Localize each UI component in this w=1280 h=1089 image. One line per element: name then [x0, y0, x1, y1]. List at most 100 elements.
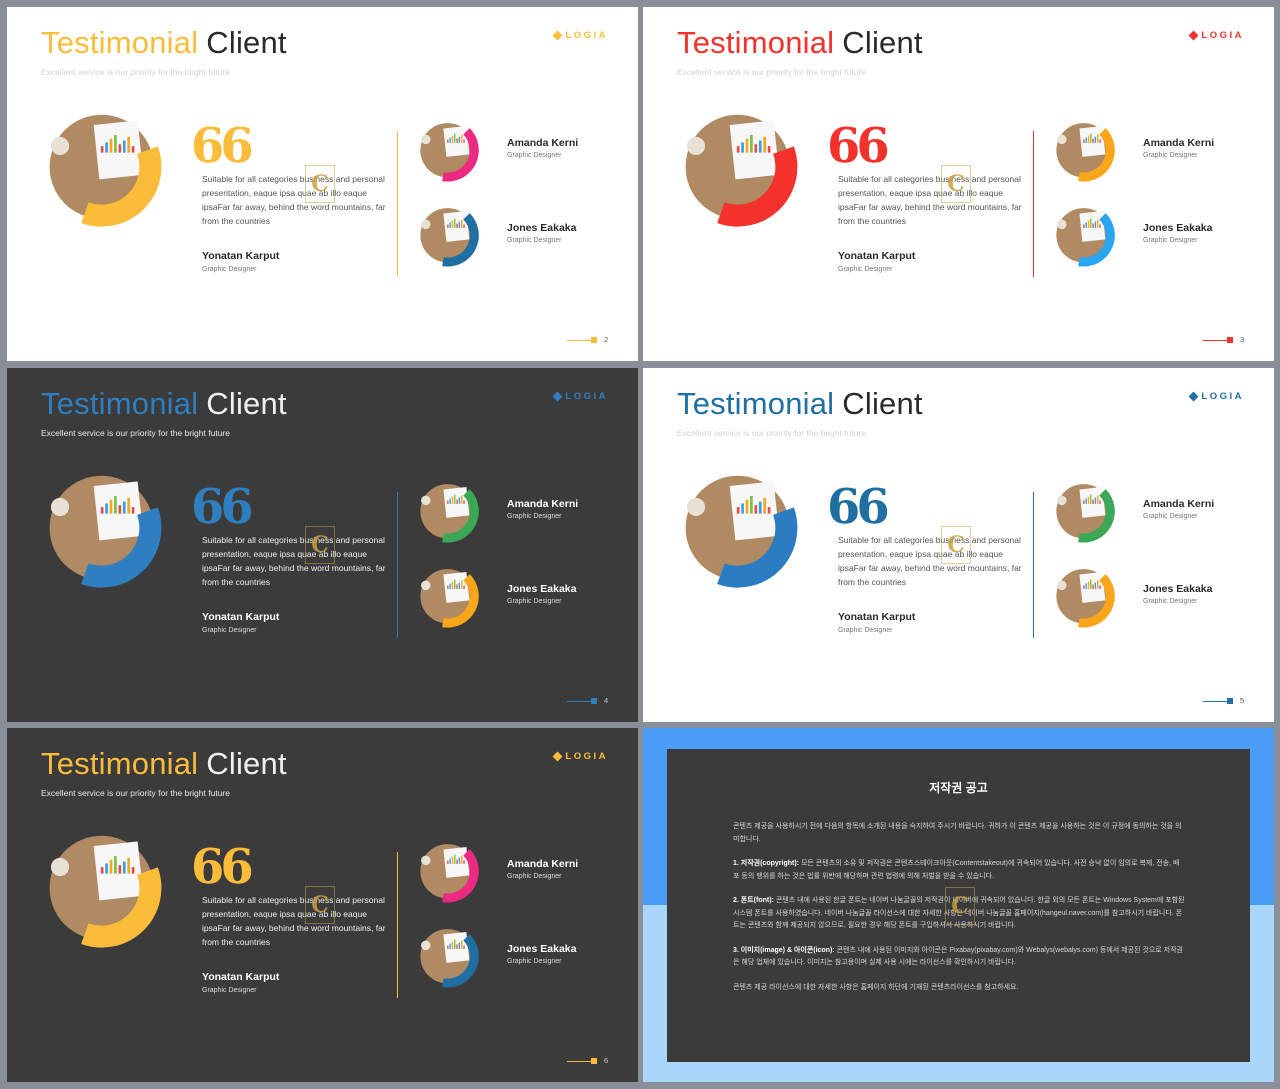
copyright-outro: 콘텐츠 제공 라이선스에 대한 자세한 사항은 홈페이지 하단에 기재된 콘텐츠…: [733, 983, 1019, 991]
main-photo: [685, 475, 798, 588]
logo-text: LOGIA: [1201, 391, 1244, 402]
diamond-icon: [1188, 30, 1199, 41]
watermark-logo: C: [305, 886, 335, 924]
logo-text: LOGIA: [565, 751, 608, 762]
copyright-text: 콘텐츠 제공을 사용하시기 전에 다음의 항목에 소개된 내용을 숙지하여 주시…: [733, 821, 1185, 1006]
divider-line: [397, 131, 398, 277]
main-photo: [49, 114, 162, 227]
title-word: Client: [206, 386, 287, 421]
logo: LOGIA: [552, 751, 608, 762]
logo-text: LOGIA: [1201, 30, 1244, 41]
logo-text: LOGIA: [565, 30, 608, 41]
page-indicator-square: [591, 337, 597, 343]
page-indicator-line: [567, 701, 591, 702]
title-word: Client: [842, 25, 923, 60]
title-accent-word: Testimonial: [41, 25, 199, 60]
watermark-logo: C: [305, 165, 335, 203]
copyright-item-3-label: 3. 이미지(image) & 아이콘(icon):: [733, 946, 835, 954]
copyright-slide[interactable]: 저작권 공고 콘텐츠 제공을 사용하시기 전에 다음의 항목에 소개된 내용을 …: [643, 728, 1274, 1082]
copyright-item-1: 1. 저작권(copyright): 모든 콘텐츠의 소유 및 저작권은 콘텐츠…: [733, 858, 1185, 883]
quote-icon: 99: [195, 836, 254, 892]
testimonial-text: Suitable for all categories business and…: [838, 174, 1022, 226]
diamond-icon: [552, 30, 563, 41]
page-indicator-square: [1227, 337, 1233, 343]
divider-line: [1033, 131, 1034, 277]
person2-role: Graphic Designer: [507, 958, 562, 965]
main-person-name: Yonatan Karput: [838, 611, 916, 623]
watermark-logo: C: [941, 165, 971, 203]
person1-role: Graphic Designer: [1143, 513, 1198, 520]
logo: LOGIA: [1188, 391, 1244, 402]
testimonial-text: Suitable for all categories business and…: [202, 895, 386, 947]
person2-name: Jones Eakaka: [507, 583, 577, 595]
person1-role: Graphic Designer: [507, 152, 562, 159]
diamond-icon: [552, 391, 563, 402]
page-number: 5: [1240, 696, 1245, 705]
person2-photo: [420, 929, 479, 988]
person2-name: Jones Eakaka: [507, 943, 577, 955]
logo: LOGIA: [1188, 30, 1244, 41]
slide-subtitle: Excellent service is our priority for th…: [677, 67, 866, 77]
main-person-name: Yonatan Karput: [202, 611, 280, 623]
copyright-item-3: 3. 이미지(image) & 아이콘(icon): 콘텐츠 내에 사용된 이미…: [733, 945, 1185, 970]
testimonial-text: Suitable for all categories business and…: [838, 535, 1022, 587]
person1-photo: [420, 123, 479, 182]
person2-role: Graphic Designer: [507, 237, 562, 244]
title-accent-word: Testimonial: [677, 386, 835, 421]
person2-photo: [1056, 208, 1115, 267]
testimonial-text: Suitable for all categories business and…: [202, 174, 386, 226]
person2-role: Graphic Designer: [1143, 237, 1198, 244]
copyright-item-1-label: 1. 저작권(copyright):: [733, 860, 799, 867]
watermark-logo: C: [305, 526, 335, 564]
page-indicator-line: [567, 1061, 591, 1062]
person1-photo: [1056, 123, 1115, 182]
title-word: Client: [206, 746, 287, 781]
logo-text: LOGIA: [565, 391, 608, 402]
person1-role: Graphic Designer: [507, 873, 562, 880]
main-person-role: Graphic Designer: [838, 627, 893, 634]
slide-subtitle: Excellent service is our priority for th…: [41, 67, 230, 77]
person1-name: Amanda Kerni: [1143, 137, 1215, 149]
main-person-role: Graphic Designer: [202, 266, 257, 273]
divider-line: [397, 852, 398, 998]
person2-name: Jones Eakaka: [1143, 222, 1213, 234]
quote-icon: 99: [195, 476, 254, 532]
person1-photo: [1056, 484, 1115, 543]
slide-subtitle: Excellent service is our priority for th…: [677, 428, 866, 438]
person1-photo: [420, 844, 479, 903]
person2-photo: [1056, 569, 1115, 628]
page-indicator-line: [1203, 701, 1227, 702]
main-photo: [685, 114, 798, 227]
main-person-role: Graphic Designer: [838, 266, 893, 273]
watermark-logo: C: [941, 526, 971, 564]
title-accent-word: Testimonial: [677, 25, 835, 60]
person2-role: Graphic Designer: [507, 598, 562, 605]
testimonial-text: Suitable for all categories business and…: [202, 535, 386, 587]
page-indicator-square: [591, 698, 597, 704]
divider-line: [1033, 492, 1034, 638]
slide-subtitle: Excellent service is our priority for th…: [41, 788, 230, 798]
quote-icon: 99: [831, 115, 890, 171]
person1-name: Amanda Kerni: [507, 498, 579, 510]
person2-photo: [420, 208, 479, 267]
page-indicator-square: [1227, 698, 1233, 704]
person1-role: Graphic Designer: [507, 513, 562, 520]
page-indicator-square: [591, 1058, 597, 1064]
title-accent-word: Testimonial: [41, 746, 199, 781]
main-person-role: Graphic Designer: [202, 627, 257, 634]
title-word: Client: [842, 386, 923, 421]
person2-name: Jones Eakaka: [507, 222, 577, 234]
diamond-icon: [552, 751, 563, 762]
copyright-item-2-label: 2. 폰트(font):: [733, 897, 774, 904]
copyright-item-1-text: 모든 콘텐츠의 소유 및 저작권은 콘텐츠스테이크아웃(Contentstake…: [733, 860, 1180, 880]
person2-role: Graphic Designer: [1143, 598, 1198, 605]
title-word: Client: [206, 25, 287, 60]
